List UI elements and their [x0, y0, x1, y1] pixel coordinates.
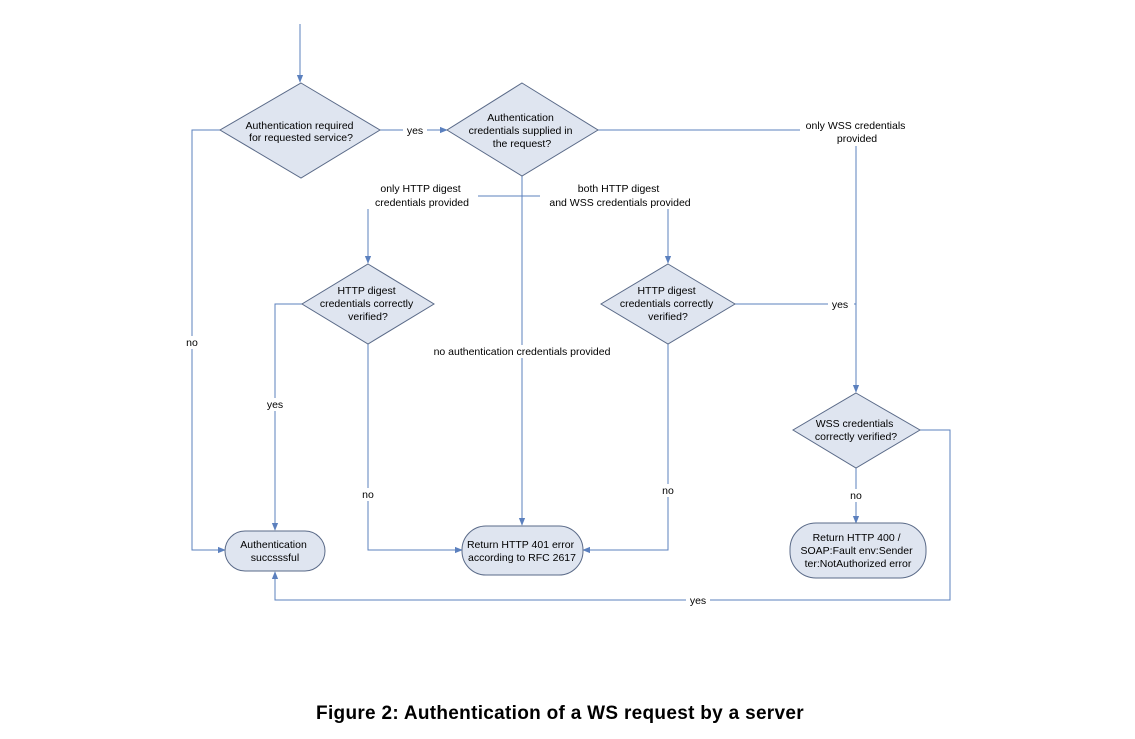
label-required-yes: yes [407, 125, 423, 137]
label-only-digest: only HTTP digest credentials provided [375, 183, 469, 209]
label-right-digest-no: no [662, 485, 674, 497]
label-left-digest-yes: yes [267, 399, 283, 411]
shapes [219, 82, 927, 579]
node-wss-verified-text: WSS credentials correctly verified? [815, 418, 897, 443]
node-digest-left-text: HTTP digest credentials correctly verifi… [320, 285, 416, 323]
terminal-http-401 [461, 525, 584, 576]
decision-digest-left [301, 263, 435, 345]
label-masks [184, 119, 914, 607]
figure-caption: Figure 2: Authentication of a WS request… [316, 703, 804, 724]
terminal-auth-success [224, 530, 326, 572]
edge-only-wss [598, 129, 860, 393]
decision-digest-right [600, 263, 736, 345]
label-right-digest-yes: yes [832, 299, 848, 311]
edge-left-digest-no [367, 344, 463, 554]
decision-creds-supplied [446, 82, 599, 177]
label-wss-no: no [850, 490, 862, 502]
node-creds-supplied-text: Authentication credentials supplied in t… [469, 112, 576, 150]
label-no-creds: no authentication credentials provided [434, 346, 611, 358]
edge-labels: yes no only WSS credentials provided onl… [186, 120, 909, 607]
edge-wss-yes [271, 429, 951, 601]
decision-auth-required [219, 82, 381, 179]
node-auth-success-text: Authentication succsssful [240, 539, 309, 564]
flowchart-diagram: Authentication required for requested se… [184, 24, 951, 607]
node-http-401-text: Return HTTP 401 error according to RFC 2… [467, 539, 577, 564]
label-only-wss: only WSS credentials provided [806, 120, 909, 145]
node-http-400-text: Return HTTP 400 / SOAP:Fault env:Sender … [801, 532, 916, 570]
edge-right-digest-no [582, 344, 669, 554]
label-both: both HTTP digest and WSS credentials pro… [549, 183, 690, 209]
node-auth-required-text: Authentication required for requested se… [246, 120, 357, 144]
edge-left-digest-yes [271, 303, 302, 531]
label-required-no: no [186, 337, 198, 349]
node-digest-right-text: HTTP digest credentials correctly verifi… [620, 285, 716, 323]
node-texts: Authentication required for requested se… [240, 112, 916, 570]
terminal-http-400 [789, 522, 927, 579]
label-wss-yes: yes [690, 595, 706, 607]
decision-wss-verified [792, 392, 921, 469]
label-left-digest-no: no [362, 489, 374, 501]
